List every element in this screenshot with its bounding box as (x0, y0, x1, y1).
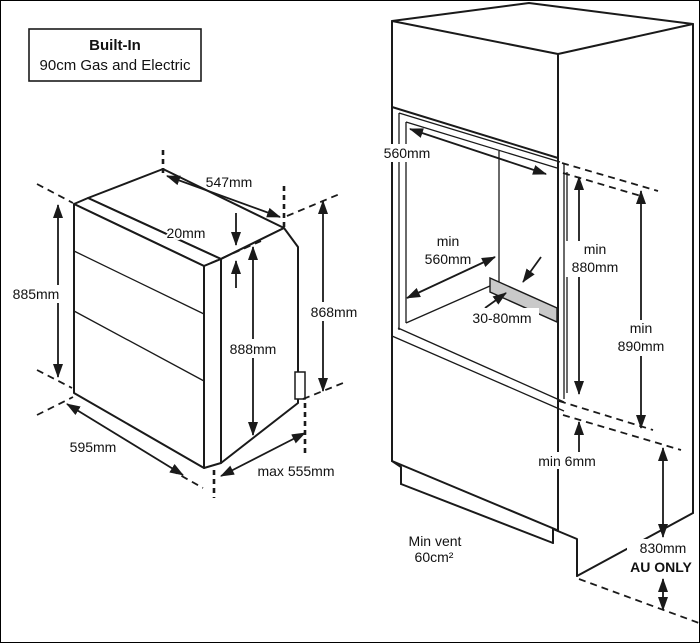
dim-label-front-height: 885mm (13, 286, 60, 302)
cabinet-top-face (391, 2, 694, 55)
dim-arrow-min560-depth (406, 256, 496, 299)
dim-arrow-595 (66, 403, 184, 476)
label-bg (304, 302, 366, 321)
label-bg (611, 320, 673, 356)
oven-door-side-face (203, 258, 222, 469)
dim-label-depth-min-1: min (437, 233, 460, 249)
plinth-left-step (391, 460, 402, 485)
oven-door-division-line-lower (73, 310, 205, 382)
oven-door-front-face (73, 203, 205, 469)
ref-dash-595-right (170, 469, 204, 489)
title-line-1: Built-In (89, 37, 141, 54)
dim-label-bottom-width: 595mm (70, 439, 117, 455)
ref-dash-opening-bottom-upper (558, 400, 654, 431)
dim-arrow-560-opening (409, 128, 547, 175)
dim-arrow-547 (166, 175, 281, 218)
plinth-corner-notch (552, 528, 578, 577)
ref-dash-opening-top-inner (562, 172, 642, 197)
label-bg (378, 144, 436, 162)
dim-label-opening-height-1: min (584, 241, 607, 257)
dim-label-depth-min-2: 560mm (425, 251, 472, 267)
label-bg (222, 339, 284, 358)
title-box: Built-In 90cm Gas and Electric (28, 28, 202, 82)
dim-label-body-height: 888mm (230, 341, 277, 357)
oven-door-division-line-upper (73, 250, 205, 315)
dim-label-max-depth: max 555mm (257, 463, 334, 479)
dim-label-overall-height-1: min (630, 320, 653, 336)
label-bg (627, 539, 699, 577)
title-box-border (28, 28, 202, 82)
dim-label-rear-height: 868mm (311, 304, 358, 320)
dim-label-gap-min: min 6mm (538, 453, 596, 469)
vent-label-line-1: Min vent (409, 533, 462, 549)
dim-label-au-height: 830mm (640, 540, 687, 556)
vent-label-line-2: 60cm² (415, 549, 454, 565)
au-only-note: AU ONLY (630, 559, 692, 575)
opening-frame-bottom-upper (397, 327, 565, 403)
label-bg (534, 452, 601, 469)
ref-dash-floor-line (578, 578, 699, 624)
dim-label-overall-height-2: 890mm (618, 338, 665, 354)
dim-label-oven-top-width: 547mm (206, 174, 253, 190)
ref-dash-20mm (210, 240, 262, 264)
pointer-arrow-batten-lower (484, 292, 507, 309)
oven-gas-connection-box (294, 371, 306, 400)
opening-frame-bottom-lower (391, 335, 565, 412)
title-line-2: 90cm Gas and Electric (40, 57, 191, 74)
pointer-arrow-batten-upper (522, 256, 542, 283)
plinth-bottom-edge (400, 483, 554, 544)
ref-dash-885-bottom (36, 369, 73, 389)
label-bg (565, 241, 625, 277)
ref-dash-opening-bottom-lower (562, 414, 682, 451)
dim-arrow-555 (220, 432, 306, 477)
label-bg (467, 308, 539, 326)
dim-label-batten-range: 30-80mm (472, 310, 531, 326)
plinth-top-edge (391, 460, 558, 531)
dim-label-opening-width: 560mm (384, 145, 431, 161)
ref-dash-868-top (286, 192, 343, 217)
dim-label-door-lip: 20mm (167, 225, 206, 241)
ref-dash-opening-top-outer (561, 162, 659, 192)
ref-dash-595-left (36, 396, 74, 416)
dim-label-opening-height-2: 880mm (572, 259, 619, 275)
label-bg (7, 285, 65, 303)
oven-diagram: 547mm 20mm 885mm 888mm 868mm 595mm max 5… (7, 150, 366, 498)
cabinet-diagram: 560mm min 560mm 30-80mm min 880mm min 89… (378, 2, 699, 624)
ref-dash-885-top (36, 183, 74, 204)
